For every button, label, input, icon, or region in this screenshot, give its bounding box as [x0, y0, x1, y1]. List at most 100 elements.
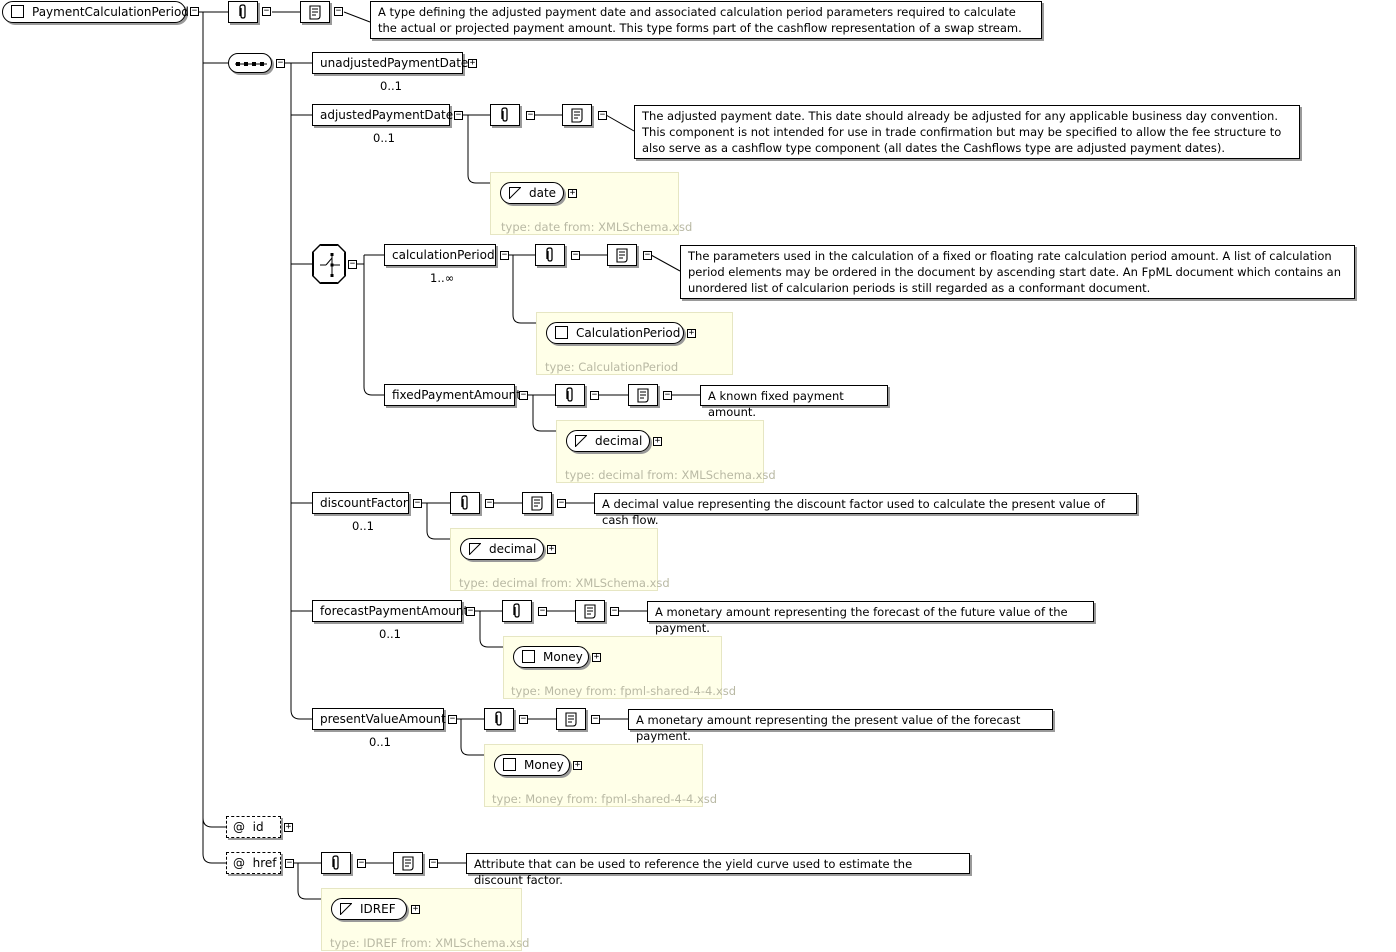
element-presentValueAmount[interactable]: presentValueAmount [312, 708, 446, 730]
collapse-icon[interactable]: − [590, 390, 599, 400]
type-decimal[interactable]: decimal [460, 538, 544, 560]
collapse-icon[interactable]: − [348, 259, 357, 269]
collapse-icon[interactable]: − [285, 858, 294, 868]
collapse-icon[interactable]: − [591, 714, 600, 724]
root-documentation: A type defining the adjusted payment dat… [370, 1, 1042, 39]
type-Money[interactable]: Money [494, 754, 570, 776]
collapse-icon[interactable]: − [262, 6, 271, 16]
annotation-box[interactable] [490, 104, 520, 126]
collapse-icon[interactable]: − [526, 110, 535, 120]
element-discountFactor[interactable]: discountFactor [312, 492, 409, 514]
collapse-icon[interactable]: − [557, 498, 566, 508]
attribute-name: href [252, 856, 277, 870]
collapse-icon[interactable]: − [276, 58, 285, 68]
collapse-icon[interactable]: − [190, 6, 199, 16]
collapse-icon[interactable]: − [610, 606, 619, 616]
documentation-box[interactable] [562, 104, 592, 126]
type-name: CalculationPeriod [576, 326, 681, 340]
annotation-box[interactable] [555, 384, 585, 406]
expand-icon[interactable]: + [411, 904, 420, 914]
annotation-box[interactable] [321, 852, 351, 874]
documentation-box[interactable] [575, 600, 605, 622]
annotation-box[interactable] [228, 1, 258, 23]
square-icon [503, 758, 516, 771]
expand-icon[interactable]: + [568, 188, 577, 198]
expand-icon[interactable]: + [653, 436, 662, 446]
annotation-box[interactable] [535, 244, 565, 266]
documentation-box[interactable] [628, 384, 658, 406]
type-Money[interactable]: Money [513, 646, 589, 668]
documentation-box[interactable] [300, 1, 330, 23]
annotation-box[interactable] [502, 600, 532, 622]
element-calculationPeriod[interactable]: calculationPeriod [384, 244, 496, 266]
scroll-icon [637, 388, 649, 403]
collapse-icon[interactable]: − [448, 714, 457, 724]
collapse-icon[interactable]: − [454, 110, 463, 120]
element-unadjustedPaymentDate[interactable]: unadjustedPaymentDate [312, 52, 468, 74]
collapse-icon[interactable]: − [466, 606, 475, 616]
collapse-icon[interactable]: − [485, 498, 494, 508]
documentation-text: A monetary amount representing the forec… [647, 601, 1094, 635]
expand-icon[interactable]: + [468, 58, 477, 68]
documentation-text: A decimal value representing the discoun… [594, 493, 1137, 527]
paperclip-icon [495, 711, 502, 726]
annotation-box[interactable] [450, 492, 480, 514]
collapse-icon[interactable]: − [413, 498, 422, 508]
type-name: decimal [595, 434, 643, 448]
attribute-name: id [252, 820, 264, 834]
occurrence-label: 0..1 [352, 519, 374, 533]
annotation-box[interactable] [484, 708, 514, 730]
documentation-box[interactable] [393, 852, 423, 874]
type-CalculationPeriod[interactable]: CalculationPeriod [546, 322, 684, 344]
element-fixedPaymentAmount[interactable]: fixedPaymentAmount [384, 384, 521, 406]
expand-icon[interactable]: + [687, 328, 696, 338]
type-label: type: CalculationPeriod [545, 360, 679, 374]
element-adjustedPaymentDate[interactable]: adjustedPaymentDate [312, 104, 453, 126]
choice-icon [314, 246, 346, 284]
collapse-icon[interactable]: − [500, 250, 509, 260]
type-name: Money [543, 650, 583, 664]
collapse-icon[interactable]: − [571, 250, 580, 260]
collapse-icon[interactable]: − [538, 606, 547, 616]
type-date[interactable]: date [500, 182, 564, 204]
element-forecastPaymentAmount[interactable]: forecastPaymentAmount [312, 600, 468, 622]
type-name: Money [524, 758, 564, 772]
square-icon [11, 5, 24, 18]
documentation-text: The adjusted payment date. This date sho… [634, 105, 1300, 159]
root-name: PaymentCalculationPeriod [32, 5, 189, 19]
type-name: decimal [489, 542, 537, 556]
documentation-box[interactable] [556, 708, 586, 730]
scroll-icon [571, 108, 583, 123]
expand-icon[interactable]: + [573, 760, 582, 770]
square-icon [555, 326, 568, 339]
documentation-text: A known fixed payment amount. [700, 385, 888, 419]
collapse-icon[interactable]: − [429, 858, 438, 868]
paperclip-icon [239, 4, 246, 19]
collapse-icon[interactable]: − [663, 390, 672, 400]
expand-icon[interactable]: + [284, 822, 293, 832]
documentation-text: Attribute that can be used to reference … [466, 853, 970, 887]
documentation-box[interactable] [607, 244, 637, 266]
collapse-icon[interactable]: − [598, 110, 607, 120]
triangle-icon [340, 903, 352, 915]
expand-icon[interactable]: + [547, 544, 556, 554]
collapse-icon[interactable]: − [643, 250, 652, 260]
type-IDREF[interactable]: IDREF [331, 898, 407, 920]
sequence-compositor[interactable] [228, 53, 272, 73]
type-name: IDREF [360, 902, 396, 916]
documentation-text: A monetary amount representing the prese… [628, 709, 1053, 743]
root-element-PaymentCalculationPeriod[interactable]: PaymentCalculationPeriod [2, 1, 189, 23]
documentation-box[interactable] [522, 492, 552, 514]
paperclip-icon [566, 387, 573, 402]
type-name: date [529, 186, 557, 200]
attribute-id[interactable]: @ id [226, 816, 281, 838]
collapse-icon[interactable]: − [357, 858, 366, 868]
occurrence-label: 0..1 [369, 735, 391, 749]
choice-compositor[interactable] [313, 245, 345, 283]
type-decimal[interactable]: decimal [566, 430, 650, 452]
collapse-icon[interactable]: − [334, 6, 343, 16]
attribute-href[interactable]: @ href [226, 852, 281, 874]
collapse-icon[interactable]: − [519, 390, 528, 400]
expand-icon[interactable]: + [592, 652, 601, 662]
collapse-icon[interactable]: − [519, 714, 528, 724]
